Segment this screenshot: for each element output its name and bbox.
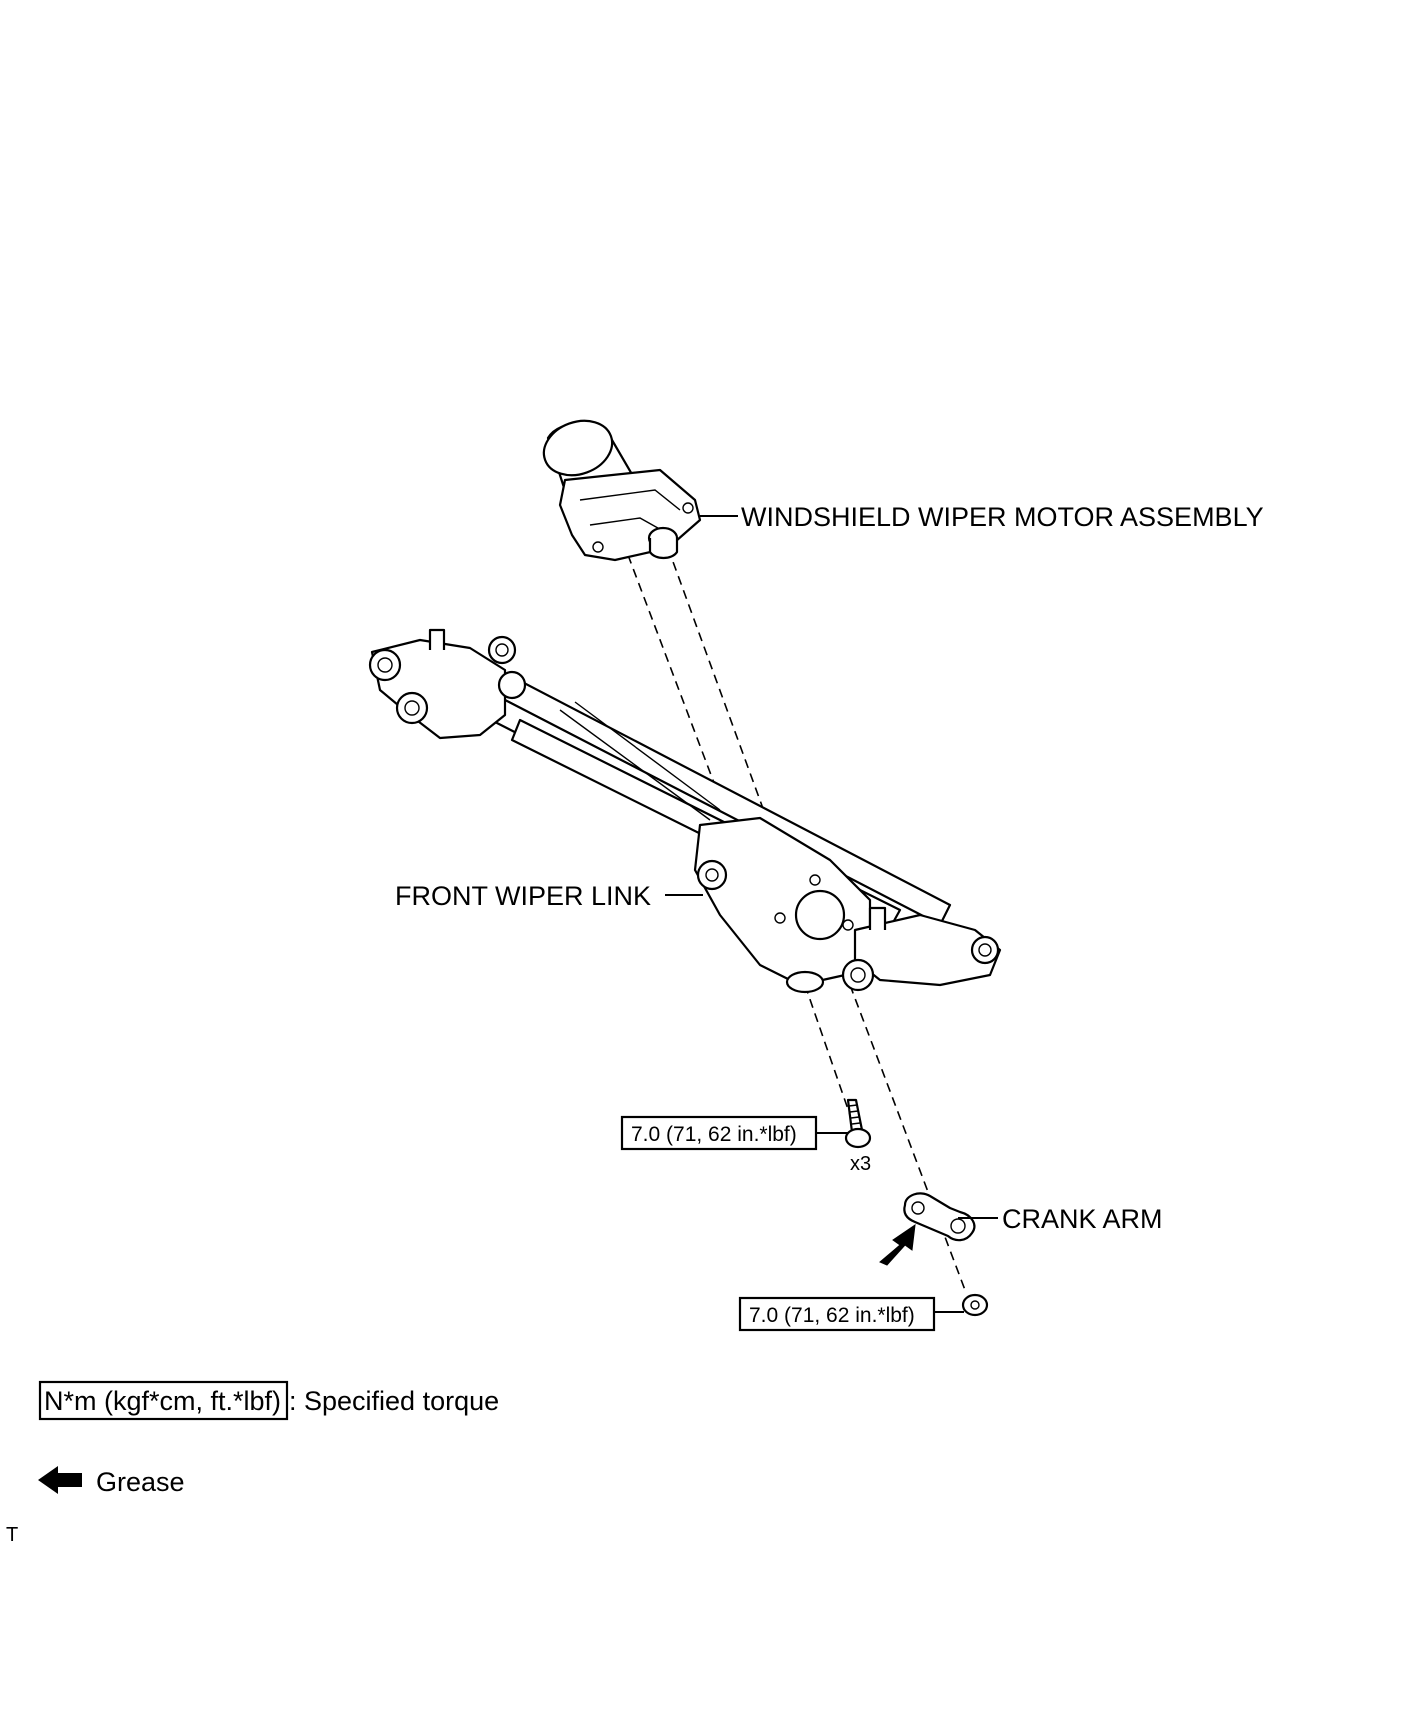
nut-torque-spec: 7.0 (71, 62 in.*lbf) (738, 1296, 936, 1332)
nut-icon (961, 1293, 989, 1317)
legend: N*m (kgf*cm, ft.*lbf) : Specified torque… (38, 1380, 499, 1497)
bolt (844, 1098, 872, 1149)
wiper-motor-assembly (542, 419, 702, 562)
link-label: FRONT WIPER LINK (395, 881, 651, 911)
motor-label: WINDSHIELD WIPER MOTOR ASSEMBLY (741, 502, 1264, 532)
front-wiper-link (368, 628, 1002, 994)
bolt-torque-value: 7.0 (71, 62 in.*lbf) (631, 1123, 797, 1146)
bolt-torque-spec: 7.0 (71, 62 in.*lbf) (620, 1115, 818, 1151)
nut-torque-value: 7.0 (71, 62 in.*lbf) (749, 1304, 915, 1327)
legend-torque-desc: : Specified torque (289, 1386, 499, 1416)
leader-lines (665, 515, 998, 1313)
legend-torque-unit: N*m (kgf*cm, ft.*lbf) (44, 1386, 281, 1416)
bolt-icon (844, 1098, 872, 1149)
bolt-quantity: x3 (850, 1153, 871, 1175)
grease-arrow-icon (879, 1223, 916, 1266)
legend-grease-arrow-icon (38, 1466, 82, 1494)
crank-arm (903, 1192, 976, 1242)
legend-grease-label: Grease (96, 1467, 185, 1497)
corner-mark: T (6, 1524, 18, 1546)
crank-arm-label: CRANK ARM (1002, 1204, 1163, 1234)
